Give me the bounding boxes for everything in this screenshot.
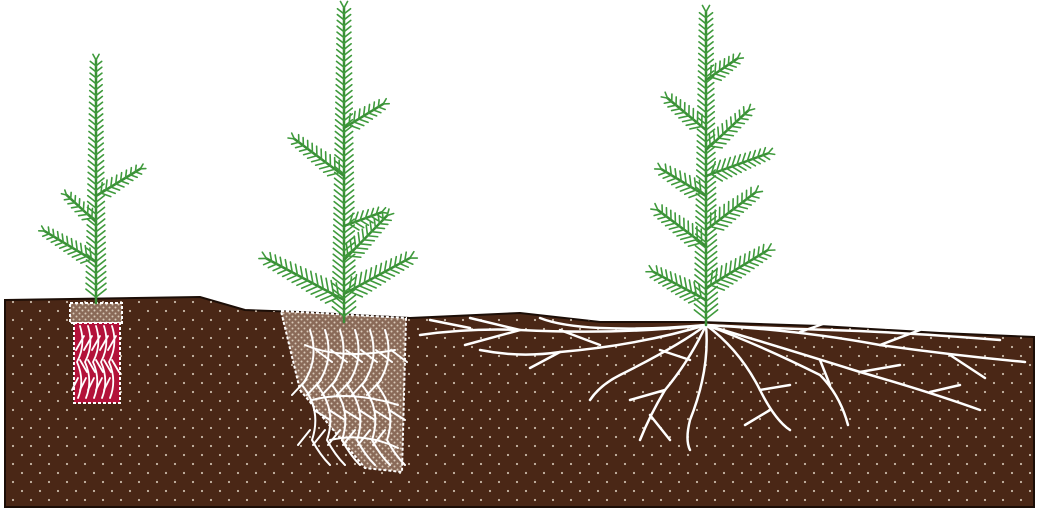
container-plug: [70, 303, 122, 403]
soil-layer: [5, 297, 1034, 507]
